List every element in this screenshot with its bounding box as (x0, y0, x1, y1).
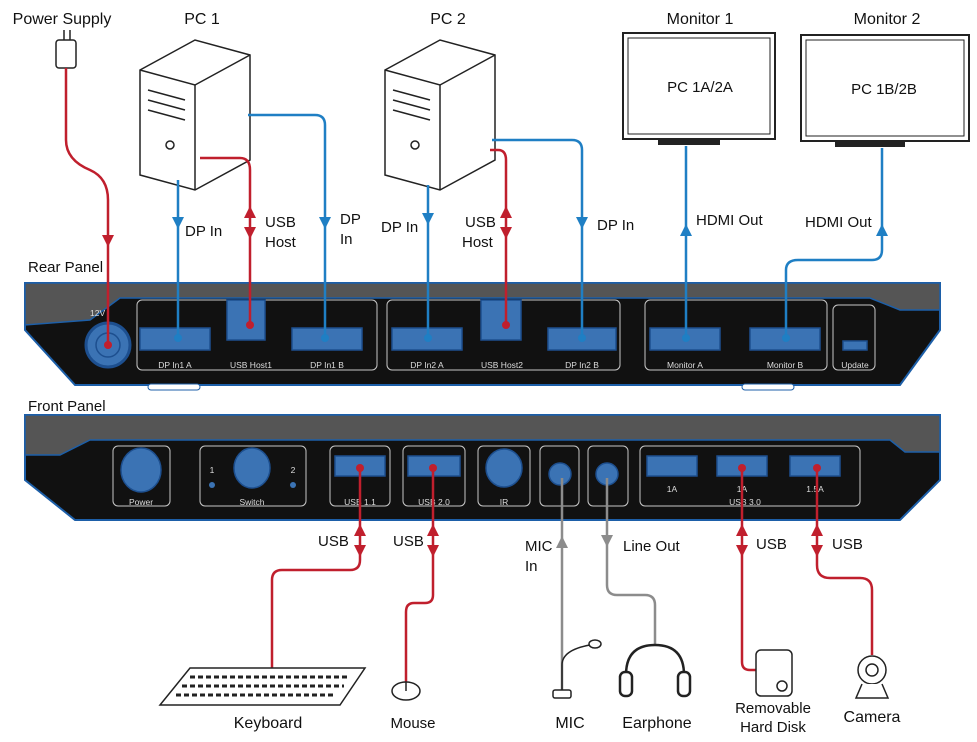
usb30-port-1[interactable] (646, 455, 698, 477)
pc2-dp-cable-a (422, 185, 434, 342)
usb-host1-port[interactable] (226, 299, 266, 341)
switch-label: Switch (239, 497, 264, 507)
pc1-usb-cable (200, 156, 256, 329)
line-out-cable (601, 478, 657, 645)
usb30-1-current: 1A (667, 484, 678, 494)
switch-led-2 (290, 482, 296, 488)
monitor1-screen-label: PC 1A/2A (667, 79, 733, 96)
monitor1-title: Monitor 1 (667, 11, 734, 28)
camera-cable (811, 464, 874, 655)
keyboard-usb-label: USB (318, 533, 349, 550)
front-panel-title: Front Panel (28, 398, 106, 415)
pc1-dp-cable-a (172, 180, 184, 342)
pc2-dp-cable-b (492, 138, 588, 342)
mic-icon (552, 639, 602, 699)
dp-in1a-label: DP In1 A (158, 360, 192, 370)
switch-button[interactable] (233, 447, 271, 489)
pc2-host-label: Host (462, 234, 494, 251)
hard-disk-label: Hard Disk (740, 719, 806, 736)
pc1-dp-label: DP (340, 211, 361, 228)
pc1-in-label: In (340, 231, 353, 248)
ir-receiver (485, 448, 523, 488)
removable-label: Removable (735, 700, 811, 717)
hard-disk-usb-label: USB (756, 536, 787, 553)
keyboard-label: Keyboard (234, 715, 303, 732)
power-adapter-icon (55, 30, 77, 69)
mic-device-label: MIC (555, 715, 584, 732)
usb-host1-label: USB Host1 (230, 360, 272, 370)
camera-usb-label: USB (832, 536, 863, 553)
monitor-b-label: Monitor B (767, 360, 804, 370)
pc1-dp-cable-b (248, 113, 331, 342)
monitor2-title: Monitor 2 (854, 11, 921, 28)
12v-label: 12V (90, 308, 105, 318)
line-out-label: Line Out (623, 538, 681, 555)
switch-2-label: 2 (291, 465, 296, 475)
monitor2-hdmi-label: HDMI Out (805, 214, 873, 231)
ir-label: IR (500, 497, 509, 507)
pc1-tower-icon (139, 39, 251, 191)
earphone-label: Earphone (622, 715, 691, 732)
pc2-usb-cable (490, 148, 512, 329)
mic-cable (556, 478, 568, 690)
usb-host2-port[interactable] (480, 299, 522, 341)
front-panel (24, 414, 941, 521)
update-label: Update (841, 360, 869, 370)
mouse-cable (404, 464, 439, 682)
mic-label: MIC (525, 538, 553, 555)
power-button[interactable] (120, 447, 162, 493)
mic-jack[interactable] (548, 462, 572, 486)
pc2-tower-icon (384, 39, 496, 191)
mouse-usb-label: USB (393, 533, 424, 550)
hard-disk-cable (736, 464, 758, 672)
mouse-label: Mouse (390, 715, 435, 732)
pc2-dp-in-label: DP In (381, 219, 418, 236)
mouse-icon (391, 681, 421, 701)
switch-1-label: 1 (210, 465, 215, 475)
keyboard-icon (158, 667, 367, 706)
switch-led-1 (209, 482, 215, 488)
pc1-host-label: Host (265, 234, 297, 251)
dp-in1b-label: DP In1 B (310, 360, 344, 370)
mic-in-label: In (525, 558, 538, 575)
pc2-usb-label: USB (465, 214, 496, 231)
update-port[interactable] (842, 340, 868, 351)
pc1-title: PC 1 (184, 11, 220, 28)
camera-icon (854, 655, 890, 699)
monitor-a-label: Monitor A (667, 360, 703, 370)
pc1-dp-in-label: DP In (185, 223, 222, 240)
pc2-dp-in-b-label: DP In (597, 217, 634, 234)
camera-label: Camera (844, 709, 901, 726)
dp-in2a-label: DP In2 A (410, 360, 444, 370)
headphone-icon (618, 643, 692, 698)
power-cable (64, 68, 114, 349)
monitor1-hdmi-label: HDMI Out (696, 212, 764, 229)
usb30-label: USB 3.0 (729, 497, 761, 507)
pc2-title: PC 2 (430, 11, 466, 28)
monitor1-icon (622, 32, 776, 145)
monitor1-hdmi-cable (680, 146, 692, 342)
keyboard-cable (270, 464, 366, 668)
power-supply-title: Power Supply (13, 11, 112, 28)
rear-panel-title: Rear Panel (28, 259, 103, 276)
monitor2-screen-label: PC 1B/2B (851, 81, 917, 98)
hard-disk-icon (755, 649, 793, 697)
usb-host2-label: USB Host2 (481, 360, 523, 370)
monitor2-hdmi-cable (782, 148, 888, 342)
pc1-usb-label: USB (265, 214, 296, 231)
monitor2-icon (800, 34, 970, 147)
dp-in2b-label: DP In2 B (565, 360, 599, 370)
power-label: Power (129, 497, 153, 507)
usb30-3-current: 1.5A (806, 484, 824, 494)
